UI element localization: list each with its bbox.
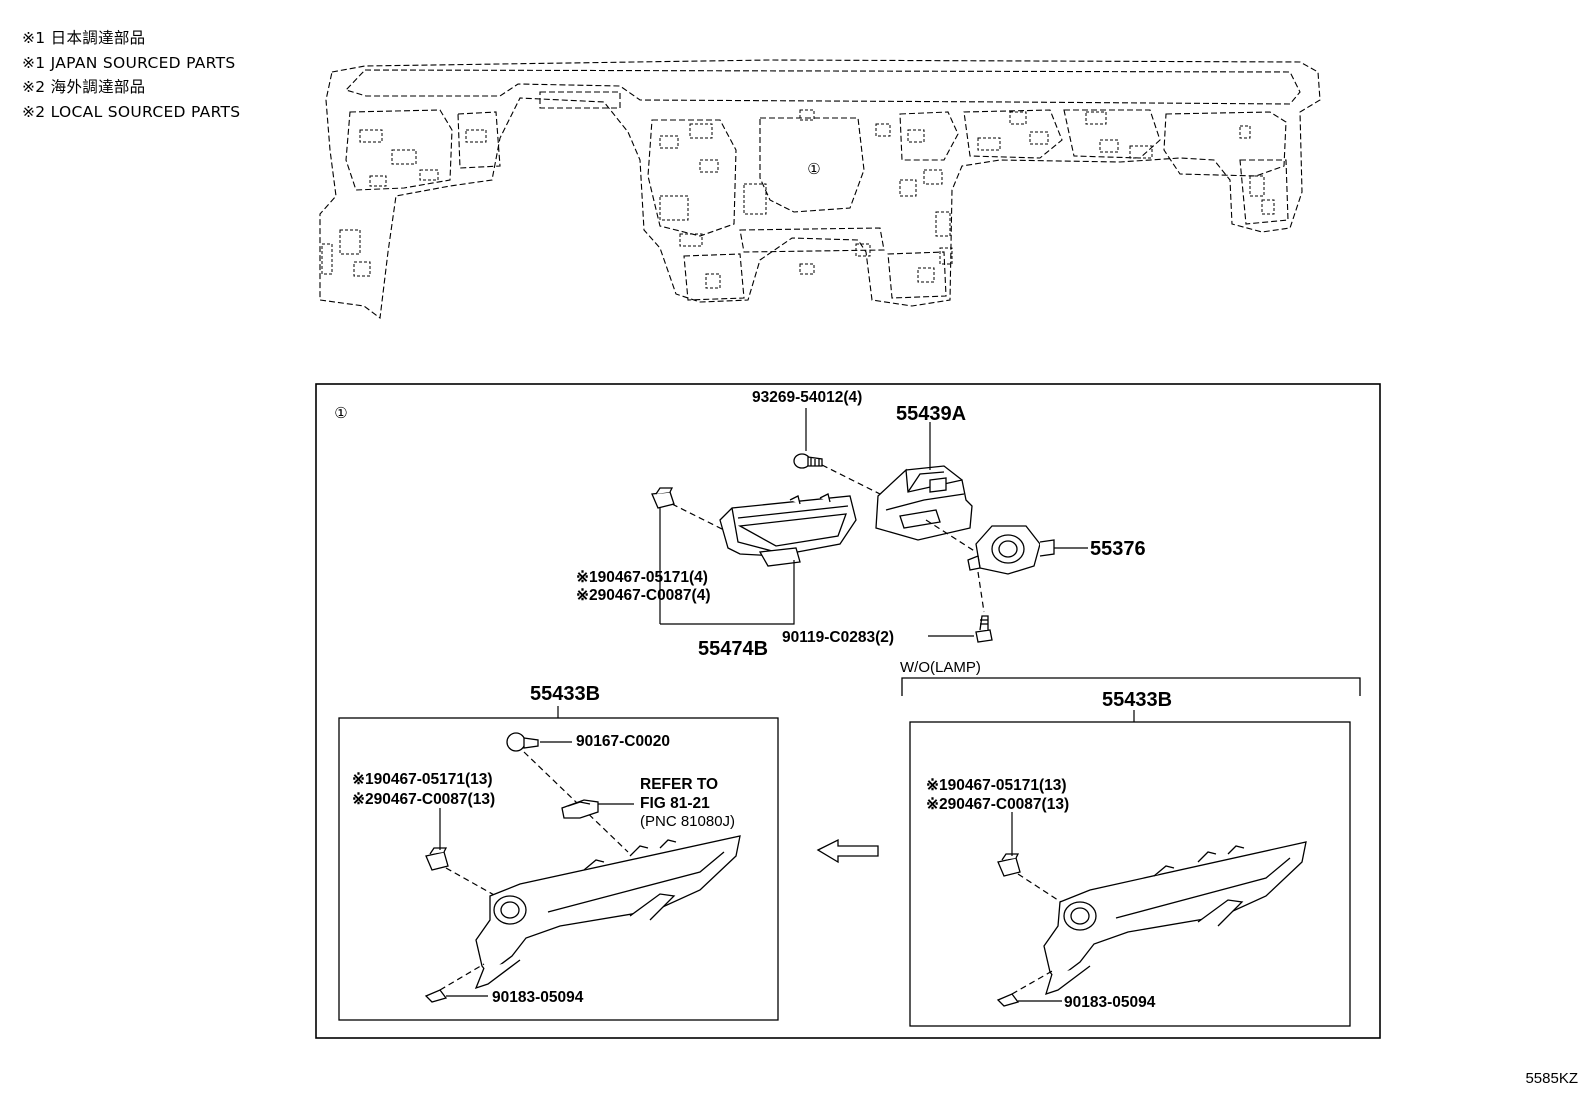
screw-90119 [975, 615, 993, 643]
clip-90183-left [424, 989, 448, 1003]
label-screw-90167: 90167-C0020 [576, 733, 670, 750]
dash-clip-panel [671, 503, 725, 531]
label-90183-left: 90183-05094 [492, 989, 584, 1006]
label-panel-55474B: 55474B [698, 638, 768, 660]
detail-callout-mark: ① [334, 405, 347, 422]
legend-line-3: ※2 海外調達部品 [22, 78, 146, 96]
clip-panel [651, 487, 675, 509]
label-clip-c1: ※190467-05171(13) [926, 777, 1067, 794]
dash-90183-left [439, 963, 485, 991]
label-refer-2: FIG 81-21 [640, 795, 710, 812]
bracket-55439A [875, 465, 973, 541]
clip-90183-right [996, 993, 1020, 1007]
label-bracket-55439A: 55439A [896, 403, 966, 425]
label-bolt-93269: 93269-54012(4) [752, 389, 862, 406]
label-clip-c2: ※290467-C0087(13) [926, 796, 1069, 813]
bolt-93269 [793, 453, 823, 469]
panel-callout-mark: ① [807, 161, 820, 178]
clip-lower-left [425, 847, 449, 871]
label-screw-90119: 90119-C0283(2) [782, 629, 894, 646]
legend-line-2: ※1 JAPAN SOURCED PARTS [22, 53, 236, 72]
label-clip-a2: ※290467-C0087(4) [576, 587, 711, 604]
legend-line-1: ※1 日本調達部品 [22, 29, 146, 47]
clip-lower-right [997, 853, 1021, 877]
wo-lamp-bracket [901, 677, 1361, 696]
label-clip-b2: ※290467-C0087(13) [352, 791, 495, 808]
holder-55376 [967, 525, 1055, 575]
panel-55474B [719, 493, 857, 567]
legend-line-4: ※2 LOCAL SOURCED PARTS [22, 102, 241, 121]
label-clip-a1: ※190467-05171(4) [576, 569, 708, 586]
dash-bolt [821, 464, 881, 495]
label-refer-1: REFER TO [640, 776, 718, 793]
instrument-panel-details [321, 109, 1275, 289]
dash-90183-right [1011, 969, 1055, 995]
lower-right-frame [909, 721, 1351, 1027]
label-wo-lamp: W/O(LAMP) [900, 659, 981, 676]
cover-55433B-left [474, 835, 741, 990]
dash-clip-lower-right [1017, 873, 1065, 905]
dash-screw-90167 [523, 751, 629, 853]
dash-clip-lower-left [445, 867, 497, 897]
cover-55433B-right [1043, 841, 1307, 996]
figure-code: 5585KZ [1525, 1070, 1578, 1087]
label-lower-left: 55433B [530, 683, 600, 705]
instrument-panel-outline [319, 59, 1321, 320]
label-lower-right: 55433B [1102, 689, 1172, 711]
legend: ※1 日本調達部品 ※1 JAPAN SOURCED PARTS ※2 海外調達… [22, 26, 240, 124]
label-90183-right: 90183-05094 [1064, 994, 1156, 1011]
screw-90167 [506, 732, 539, 752]
dash-screw [977, 571, 985, 613]
label-holder-55376: 55376 [1090, 538, 1146, 560]
detail-frame [315, 383, 1381, 1039]
leader-panel-bracket [660, 560, 795, 625]
direction-arrow-icon [816, 838, 879, 864]
refer-part [561, 799, 599, 819]
label-refer-3: (PNC 81080J) [640, 813, 735, 830]
label-clip-b1: ※190467-05171(13) [352, 771, 493, 788]
